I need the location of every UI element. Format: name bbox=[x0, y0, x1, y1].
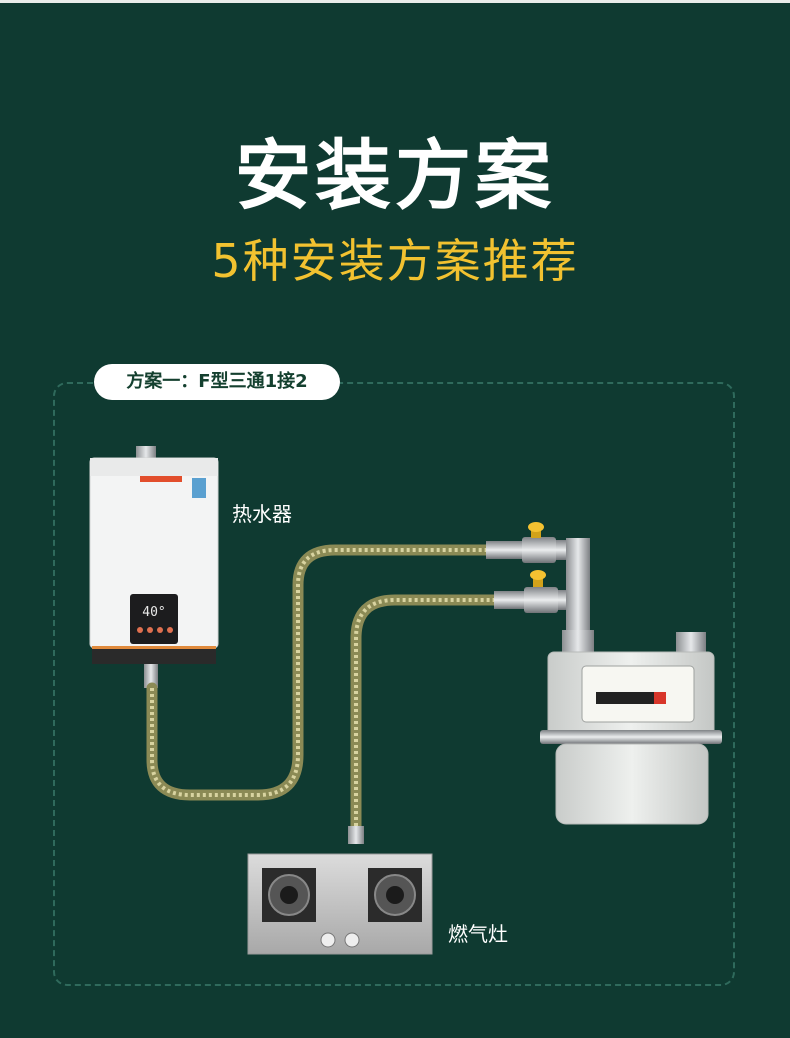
f-tee-fitting bbox=[486, 522, 594, 654]
gas-stove-illustration bbox=[247, 826, 433, 955]
water-heater-illustration: 40° bbox=[89, 446, 219, 688]
gas-stove-label: 燃气灶 bbox=[448, 922, 508, 946]
svg-text:40°: 40° bbox=[142, 605, 165, 620]
plan-label: 方案一：F型三通1接2 bbox=[94, 364, 340, 400]
gas-meter-illustration bbox=[540, 632, 722, 825]
page-subtitle: 5种安装方案推荐 bbox=[211, 234, 579, 288]
plan-frame bbox=[53, 382, 735, 986]
hose-stove bbox=[350, 594, 502, 832]
top-divider bbox=[0, 0, 790, 3]
page-title: 安装方案 bbox=[235, 131, 555, 220]
water-heater-label: 热水器 bbox=[232, 502, 292, 526]
